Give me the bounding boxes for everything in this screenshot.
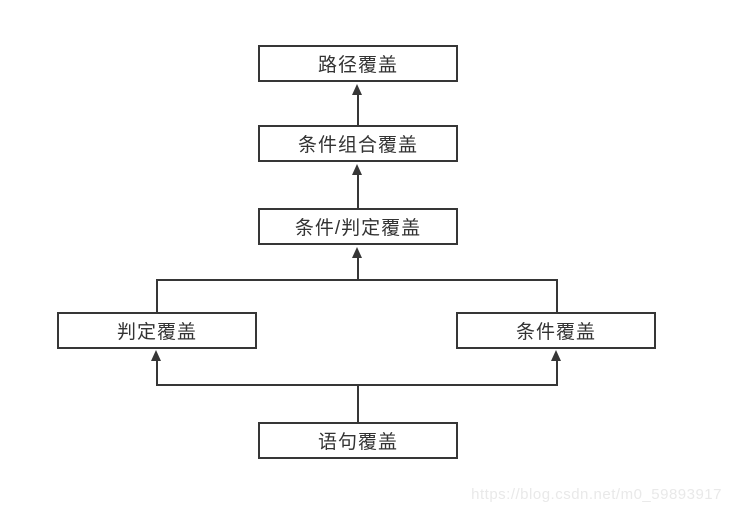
edge-to-decision-line: [156, 360, 158, 385]
edge-statement-stem-line: [357, 384, 359, 422]
arrowhead-to-decision-coverage-icon: [151, 350, 161, 361]
node-statement-coverage: 语句覆盖: [258, 422, 458, 459]
edge-conddec-to-combination-line: [357, 174, 359, 208]
watermark-text: https://blog.csdn.net/m0_59893917: [471, 486, 722, 503]
arrowhead-to-path-coverage-icon: [352, 84, 362, 95]
edge-merge-stem-line: [357, 257, 359, 279]
edge-to-condition-line: [556, 360, 558, 385]
edge-combination-to-path-line: [357, 94, 359, 125]
arrowhead-to-condition-coverage-icon: [551, 350, 561, 361]
edge-merge-bar-line: [156, 279, 558, 281]
node-path-coverage: 路径覆盖: [258, 45, 458, 82]
arrowhead-to-combination-coverage-icon: [352, 164, 362, 175]
arrowhead-to-condition-decision-icon: [352, 247, 362, 258]
node-decision-coverage: 判定覆盖: [57, 312, 257, 349]
edge-condition-up-line: [556, 279, 558, 312]
edge-decision-up-line: [156, 279, 158, 312]
node-condition-decision-coverage: 条件/判定覆盖: [258, 208, 458, 245]
node-condition-combination-coverage: 条件组合覆盖: [258, 125, 458, 162]
node-condition-coverage: 条件覆盖: [456, 312, 656, 349]
